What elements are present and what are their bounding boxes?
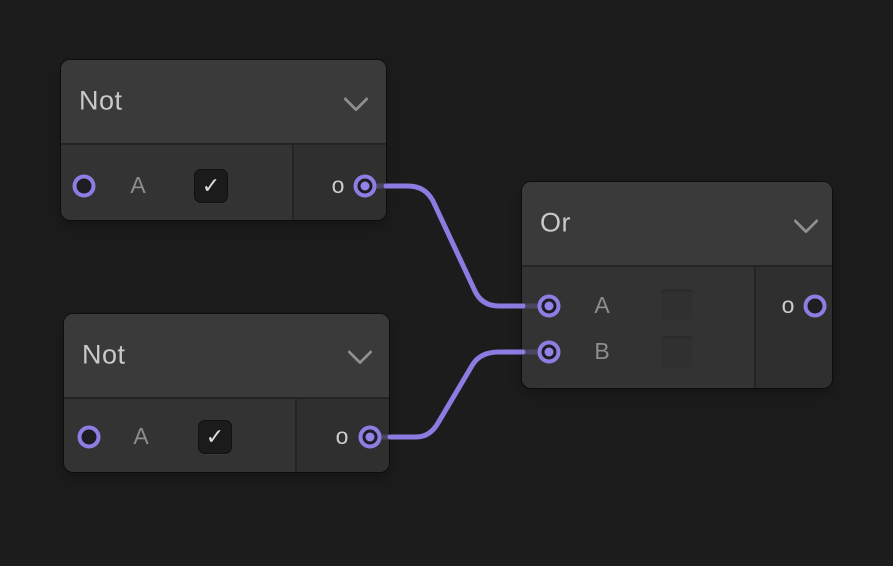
port-dot bbox=[544, 301, 554, 311]
output-port-o[interactable] bbox=[803, 294, 827, 318]
chevron-down-icon[interactable] bbox=[793, 208, 819, 234]
wire-not2-to-or-b[interactable] bbox=[387, 349, 526, 440]
checkmark-icon: ✓ bbox=[201, 173, 221, 198]
value-box-b bbox=[661, 336, 693, 368]
output-label-o: o bbox=[331, 171, 345, 198]
chevron-down-icon[interactable] bbox=[347, 339, 373, 365]
port-dot bbox=[544, 347, 554, 357]
input-port-a[interactable] bbox=[72, 174, 96, 198]
node-title: Not bbox=[79, 85, 123, 116]
chevron-down-icon[interactable] bbox=[343, 86, 369, 112]
node-output-section bbox=[754, 267, 832, 388]
input-port-b[interactable] bbox=[537, 340, 561, 364]
node-title: Not bbox=[82, 339, 126, 370]
node-header[interactable]: Not bbox=[64, 314, 389, 399]
input-port-a[interactable] bbox=[77, 425, 101, 449]
port-dot bbox=[365, 432, 375, 442]
input-label-b: B bbox=[594, 337, 610, 364]
checkbox-checked[interactable]: ✓ bbox=[194, 169, 228, 203]
output-port-o[interactable] bbox=[353, 174, 377, 198]
checkmark-icon: ✓ bbox=[205, 424, 225, 449]
checkbox-checked[interactable]: ✓ bbox=[198, 420, 232, 454]
input-label-a: A bbox=[594, 291, 610, 318]
output-label-o: o bbox=[335, 422, 349, 449]
input-label-a: A bbox=[133, 422, 149, 449]
node-not-1[interactable]: Not A ✓ o bbox=[61, 60, 386, 220]
output-label-o: o bbox=[781, 291, 795, 318]
input-port-a[interactable] bbox=[537, 294, 561, 318]
node-header[interactable]: Or bbox=[522, 182, 832, 267]
input-label-a: A bbox=[130, 171, 146, 198]
port-dot bbox=[360, 181, 370, 191]
node-header[interactable]: Not bbox=[61, 60, 386, 145]
output-port-o[interactable] bbox=[358, 425, 382, 449]
node-not-2[interactable]: Not A ✓ o bbox=[64, 314, 389, 472]
value-box-a bbox=[661, 289, 693, 321]
node-or[interactable]: Or A B o bbox=[522, 182, 832, 388]
node-title: Or bbox=[540, 207, 571, 238]
wire-not1-to-or-a[interactable] bbox=[383, 183, 526, 309]
